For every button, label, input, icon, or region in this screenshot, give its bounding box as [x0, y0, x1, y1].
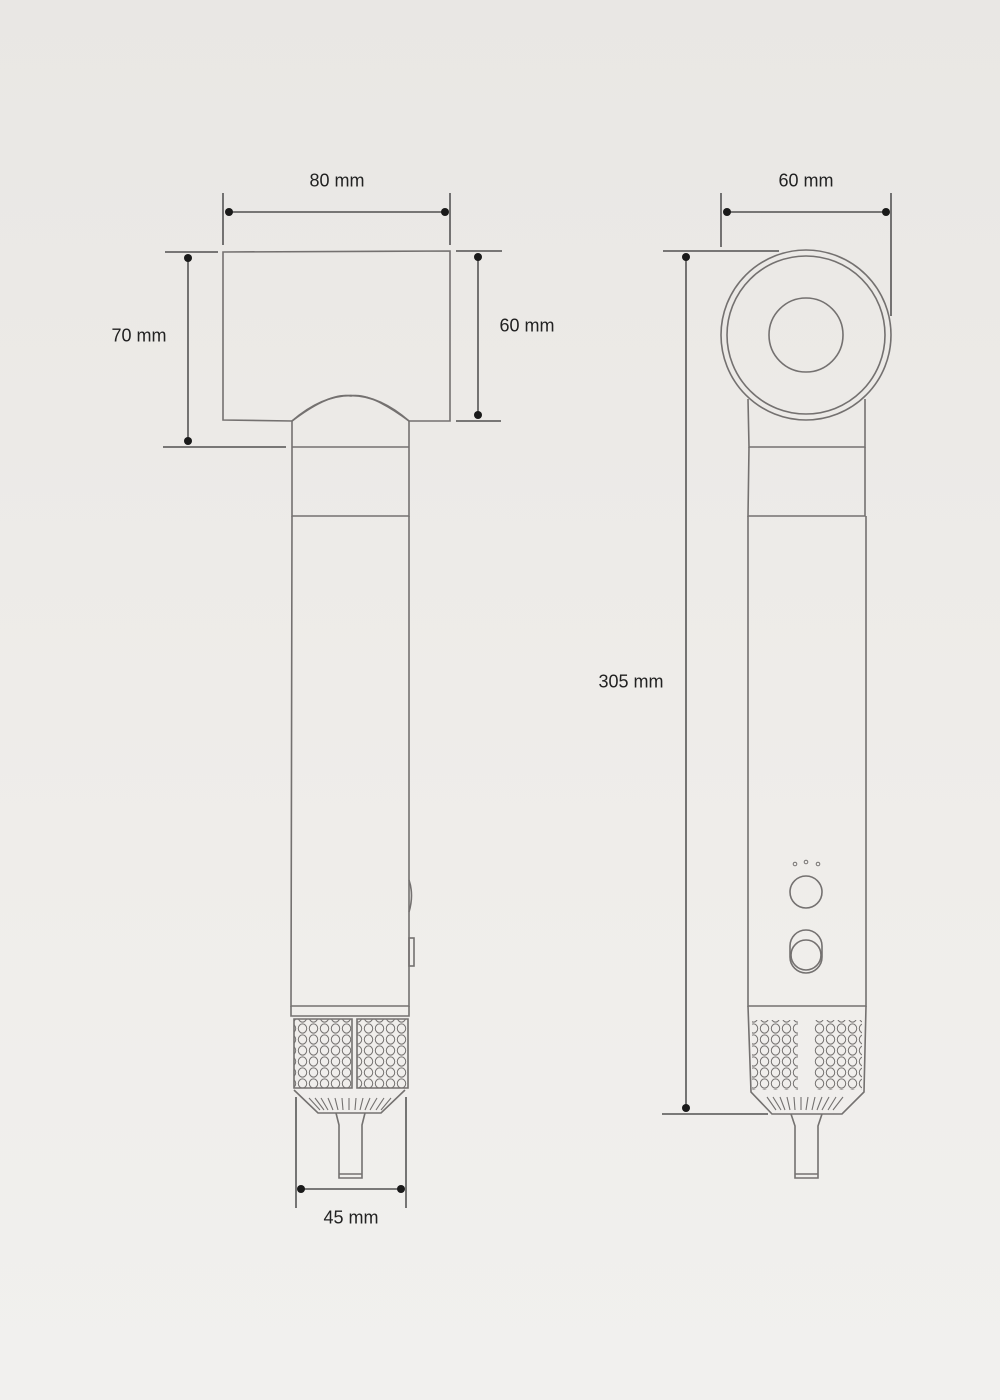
front-width-label: 80 mm: [309, 170, 365, 191]
dimension-lines: [163, 193, 892, 1208]
side-total-height-label: 305 mm: [598, 671, 664, 692]
side-head-diameter-label: 60 mm: [778, 170, 834, 191]
front-head-height-label: 60 mm: [499, 315, 555, 336]
front-view: [222, 250, 451, 1179]
front-base-width-label: 45 mm: [323, 1207, 379, 1228]
front-total-height-label: 70 mm: [111, 325, 167, 346]
side-view: [720, 249, 892, 1179]
front-head: [222, 250, 451, 422]
